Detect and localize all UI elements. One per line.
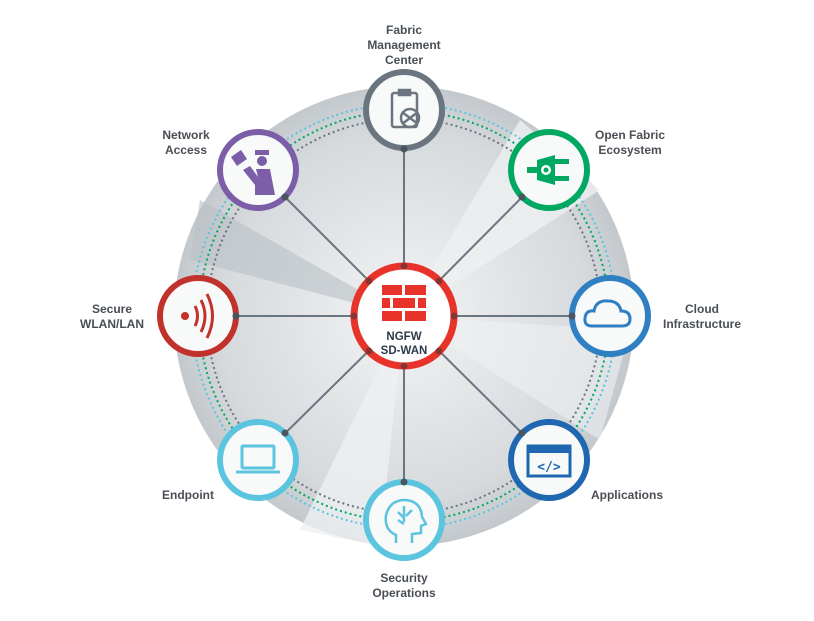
cloud-icon [583, 299, 632, 328]
node-cloud-infrastructure[interactable] [568, 275, 651, 357]
node-endpoint[interactable] [217, 419, 299, 501]
clipboard-globe-icon [390, 88, 421, 129]
label-cloud-infrastructure: Cloud Infrastructure [662, 302, 742, 331]
guard-id-icon [231, 150, 275, 195]
node-open-fabric-ecosystem[interactable] [508, 129, 590, 211]
label-security-operations: Security Operations [372, 571, 436, 600]
svg-text:</>: </> [537, 460, 561, 475]
disc-shade-wedge [404, 316, 630, 440]
label-applications: Applications [590, 488, 663, 502]
node-secure-wlan-lan[interactable] [157, 275, 240, 357]
center-connector-dots [350, 262, 458, 370]
label-network-access: Network Access [162, 128, 210, 157]
label-endpoint: Endpoint [162, 488, 214, 502]
node-applications[interactable]: </> [508, 419, 590, 501]
node-fabric-management-center[interactable] [363, 69, 445, 153]
disc-shade-wedge [190, 200, 404, 316]
head-circuit-icon [384, 498, 428, 543]
label-open-fabric-ecosystem: Open Fabric Ecosystem [594, 128, 665, 157]
label-secure-wlan-lan: Secure WLAN/LAN [80, 302, 144, 331]
center-node-ngfw[interactable]: NGFW SD-WAN [350, 262, 458, 370]
center-label-line2: SD-WAN [381, 345, 428, 357]
center-label-line1: NGFW [386, 331, 421, 343]
code-window-icon: </> [526, 444, 572, 478]
node-security-operations[interactable] [363, 478, 445, 561]
node-network-access[interactable] [217, 129, 299, 211]
plug-gear-icon [527, 155, 569, 185]
laptop-icon [236, 444, 280, 474]
firewall-brick-icon [382, 285, 426, 321]
wireless-signal-icon [181, 293, 214, 339]
label-fabric-management-center: Fabric Management Center [367, 23, 441, 67]
